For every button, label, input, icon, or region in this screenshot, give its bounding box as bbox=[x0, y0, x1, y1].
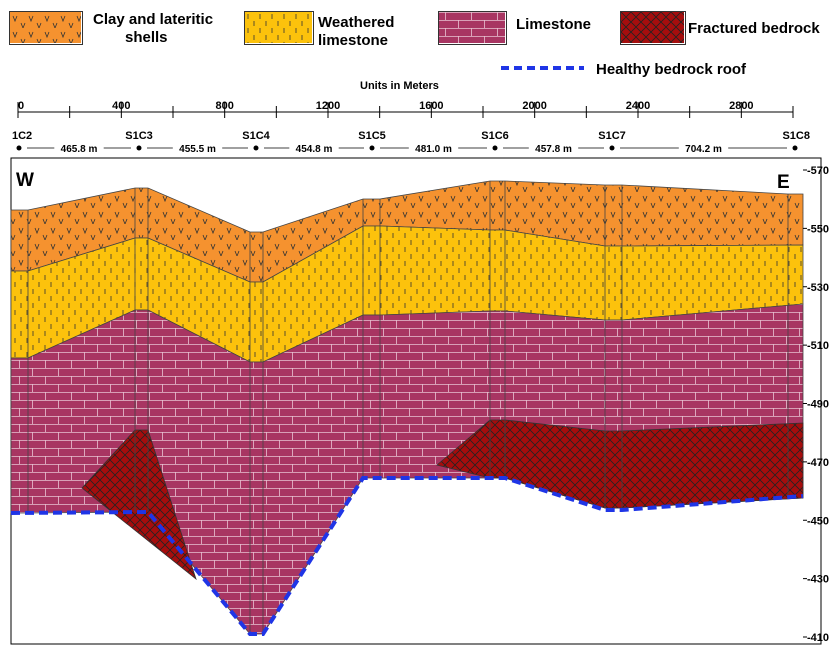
scale-tick-label: 800 bbox=[215, 100, 233, 112]
scale-tick-label: 2400 bbox=[626, 100, 650, 112]
legend-swatch-clay bbox=[9, 11, 83, 45]
station-distance-label: 704.2 m bbox=[685, 144, 722, 155]
station-distance-label: 481.0 m bbox=[415, 144, 452, 155]
elevation-tick-label: -450 bbox=[807, 515, 829, 527]
legend-swatch-limestone bbox=[438, 11, 507, 45]
elevation-tick-label: -490 bbox=[807, 399, 829, 411]
legend-swatch-fractured bbox=[620, 11, 686, 45]
legend-label-roof: Healthy bedrock roof bbox=[596, 61, 747, 78]
borehole-columns bbox=[27, 181, 789, 634]
elevation-tick-label: -410 bbox=[807, 632, 829, 644]
scale-tick-label: 1200 bbox=[316, 100, 340, 112]
legend-label-clay: Clay and lateritic shells bbox=[93, 11, 214, 46]
legend-swatch-weathered bbox=[244, 11, 314, 45]
legend-label-weathered: Weathered limestone bbox=[318, 14, 395, 49]
scale-tick-label: 400 bbox=[112, 100, 130, 112]
healthy-bedrock-roof-line bbox=[10, 476, 804, 636]
elevation-tick-label: -530 bbox=[807, 282, 829, 294]
elevation-tick-label: -470 bbox=[807, 457, 829, 469]
station-row: 1C2 S1C3 S1C4 S1C5 S1C6 S1C7 S1C8 465.8 m 455.5 … bbox=[12, 130, 810, 155]
scale-tick-label: 2000 bbox=[522, 100, 546, 112]
station-dot bbox=[792, 145, 798, 151]
scale-tick-label: 2800 bbox=[729, 100, 753, 112]
station-dot bbox=[136, 145, 142, 151]
horizontal-scale: 0 400 800 1200 1600 2000 2400 2800 bbox=[17, 100, 794, 118]
station-label: S1C3 bbox=[125, 130, 153, 142]
scale-title: Units in Meters bbox=[360, 80, 439, 92]
west-label: W bbox=[16, 170, 34, 191]
station-label: S1C5 bbox=[358, 130, 386, 142]
east-label: E bbox=[777, 172, 790, 193]
station-label: S1C8 bbox=[782, 130, 810, 142]
station-label: S1C7 bbox=[598, 130, 626, 142]
station-label: S1C6 bbox=[481, 130, 509, 142]
station-dot bbox=[16, 145, 22, 151]
station-dot bbox=[492, 145, 498, 151]
legend-label-limestone: Limestone bbox=[516, 16, 592, 33]
station-label: S1C4 bbox=[242, 130, 270, 142]
elevation-axis: -570 -550 -530 -510 -490 -470 -450 -430 -410 bbox=[803, 165, 829, 644]
station-dot bbox=[369, 145, 375, 151]
station-dot bbox=[253, 145, 259, 151]
elevation-tick-label: -550 bbox=[807, 223, 829, 235]
station-label: 1C2 bbox=[12, 130, 32, 142]
scale-tick-label: 0 bbox=[18, 100, 24, 112]
elevation-tick-label: -510 bbox=[807, 340, 829, 352]
station-distance-label: 465.8 m bbox=[61, 144, 98, 155]
scale-tick-label: 1600 bbox=[419, 100, 443, 112]
station-distance-label: 455.5 m bbox=[179, 144, 216, 155]
elevation-tick-label: -430 bbox=[807, 574, 829, 586]
legend-label-fractured: Fractured bedrock bbox=[688, 20, 820, 37]
station-dot bbox=[609, 145, 615, 151]
elevation-tick-label: -570 bbox=[807, 165, 829, 177]
station-distance-label: 454.8 m bbox=[296, 144, 333, 155]
station-distance-label: 457.8 m bbox=[535, 144, 572, 155]
